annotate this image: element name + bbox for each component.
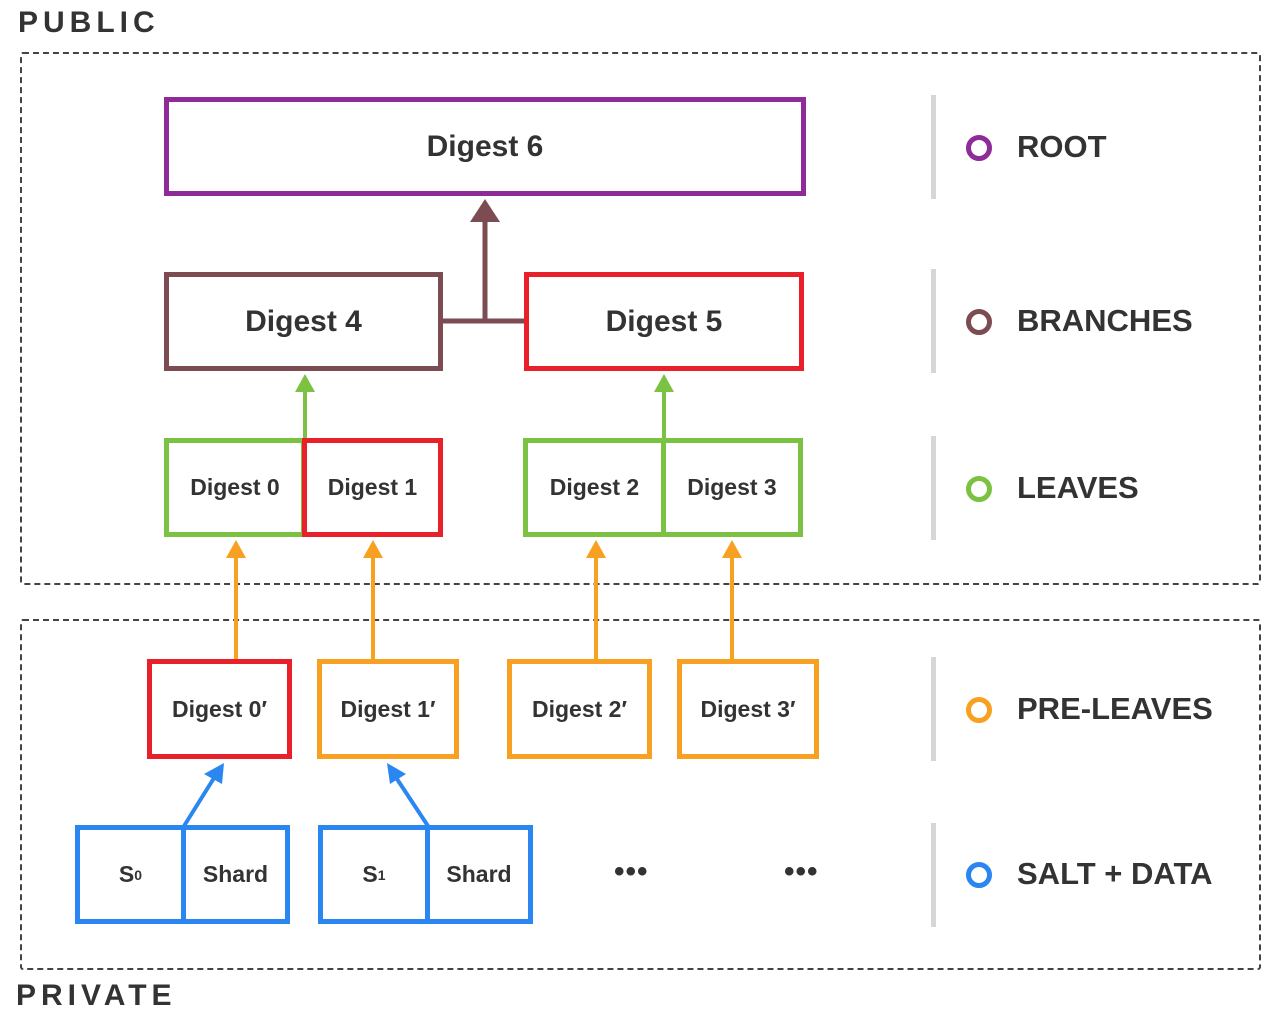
digest-0-node: Digest 0: [164, 438, 306, 537]
branch-to-root-connector: [443, 199, 527, 324]
saltdata0-to-preleaf0-arrow: [182, 763, 224, 828]
shard-1-node: Shard: [425, 825, 533, 924]
digest-6-node: Digest 6: [164, 97, 806, 196]
salt-1-symbol: S: [362, 861, 378, 887]
public-zone: [20, 52, 1261, 585]
salt-0-symbol: S: [118, 861, 135, 887]
leaves-legend-dot-icon: [966, 476, 992, 502]
digest-3-node: Digest 3: [661, 438, 803, 537]
legend-divider-pre-leaves: [931, 657, 936, 761]
digest-1-node: Digest 1: [302, 438, 443, 537]
preleaf2-to-leaf2-arrow: [586, 540, 606, 661]
preleaf1-to-leaf1-arrow: [363, 540, 383, 661]
salt-data-legend-dot-icon: [966, 862, 992, 888]
ellipsis-more-b: •••: [784, 855, 819, 888]
legend-salt-data-label: SALT + DATA: [1017, 856, 1213, 891]
legend-divider-leaves: [931, 436, 936, 540]
digest-2-prime-node: Digest 2′: [507, 659, 652, 759]
salt-0-subscript: 0: [134, 866, 143, 883]
legend-divider-salt-data: [931, 823, 936, 927]
private-zone: [20, 619, 1261, 970]
digest-5-node: Digest 5: [524, 272, 804, 371]
public-zone-label: PUBLIC: [18, 6, 160, 39]
leaves-to-digest5-arrow: [654, 374, 674, 440]
digest-1-prime-node: Digest 1′: [317, 659, 459, 759]
legend-divider-branches: [931, 269, 936, 373]
legend-divider-root: [931, 95, 936, 199]
root-legend-dot-icon: [966, 135, 992, 161]
digest-3-prime-node: Digest 3′: [677, 659, 819, 759]
legend-pre-leaves-label: PRE-LEAVES: [1017, 691, 1213, 726]
legend-branches-label: BRANCHES: [1017, 303, 1193, 338]
ellipsis-more-a: •••: [614, 855, 649, 888]
leaves-to-digest4-arrow: [295, 374, 315, 440]
legend-leaves-label: LEAVES: [1017, 470, 1139, 505]
digest-0-prime-node: Digest 0′: [147, 659, 292, 759]
private-zone-label: PRIVATE: [16, 979, 177, 1012]
preleaf0-to-leaf0-arrow: [226, 540, 246, 661]
legend-root-label: ROOT: [1017, 129, 1107, 164]
digest-2-node: Digest 2: [523, 438, 666, 537]
salt-1-subscript: 1: [377, 866, 386, 883]
shard-0-node: Shard: [181, 825, 290, 924]
branches-legend-dot-icon: [966, 309, 992, 335]
preleaf3-to-leaf3-arrow: [722, 540, 742, 661]
pre-leaves-legend-dot-icon: [966, 697, 992, 723]
digest-4-node: Digest 4: [164, 272, 443, 371]
saltdata1-to-preleaf1-arrow: [387, 763, 430, 828]
